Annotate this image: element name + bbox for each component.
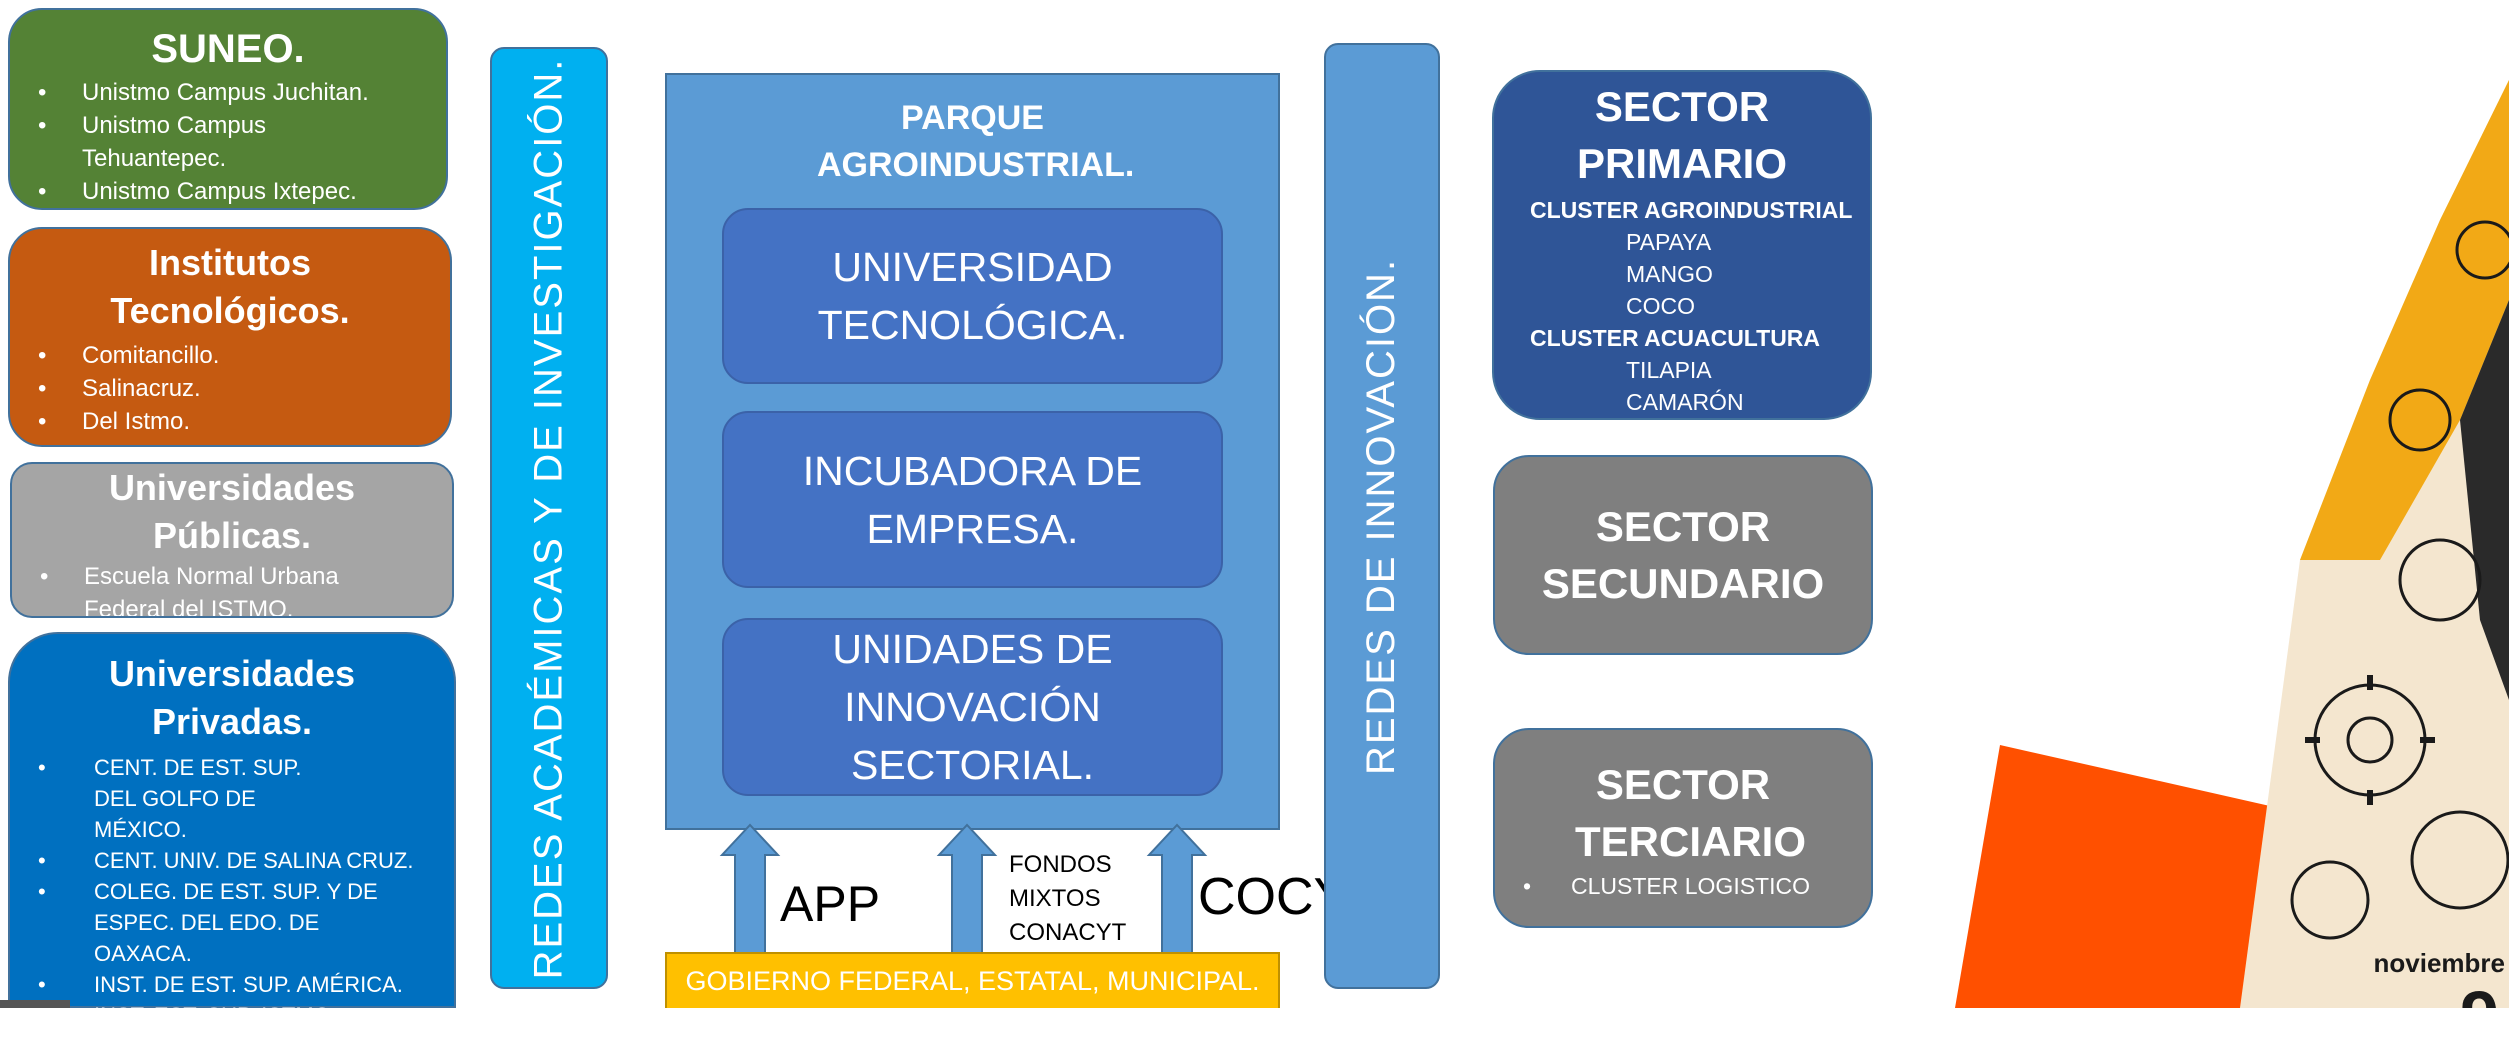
redes-innovacion-bar: REDES DE INNOVACIÓN. — [1324, 43, 1440, 989]
gear-outline — [2290, 860, 2370, 940]
incubadora-label: INCUBADORA DE EMPRESA. — [802, 447, 1143, 552]
publicas-title: Universidades Públicas. — [108, 467, 356, 556]
fondos-line: MIXTOS — [1009, 885, 1101, 912]
redes-innovacion-label: REDES DE INNOVACIÓN. — [1359, 257, 1404, 775]
sector-primario-box: SECTOR PRIMARIO CLUSTER AGROINDUSTRIAL P… — [1492, 70, 1872, 420]
privadas-box: Universidades Privadas. CENT. DE EST. SU… — [8, 632, 456, 1059]
institutos-list: Comitancillo. Salinacruz. Del Istmo. — [10, 339, 450, 438]
decorative-gears-graphic: noviembre 9 1( — [1955, 80, 2509, 1008]
unidades-label: UNIDADES DE INNOVACIÓN SECTORIAL. — [832, 626, 1113, 788]
cluster-item: MANGO — [1626, 261, 1713, 287]
publicas-box: Universidades Públicas. Escuela Normal U… — [10, 462, 454, 618]
sector-terciario-box: SECTOR TERCIARIO CLUSTER LOGISTICO — [1493, 728, 1873, 928]
cluster-agroindustrial: CLUSTER AGROINDUSTRIAL — [1530, 197, 1853, 223]
date-digits: 9 1( — [2460, 977, 2509, 1008]
universidad-label: UNIVERSIDAD TECNOLÓGICA. — [817, 244, 1128, 348]
dark-wedge — [2460, 300, 2509, 700]
yellow-wedge — [2300, 80, 2509, 560]
list-item: INST. DE EST. SUP. AMÉRICA. — [10, 969, 454, 1000]
gear-outline — [2346, 716, 2394, 764]
cluster-item: TILAPIA — [1626, 357, 1712, 383]
fondos-line: FONDOS — [1009, 851, 1112, 878]
corner-shape — [0, 1000, 70, 1008]
cluster-item: COCO — [1626, 293, 1695, 319]
gear-outline — [2455, 220, 2509, 280]
secundario-title: SECTOR SECUNDARIO — [1541, 503, 1825, 607]
institutos-box: Institutos Tecnológicos. Comitancillo. S… — [8, 227, 452, 447]
terciario-list: CLUSTER LOGISTICO — [1495, 870, 1871, 902]
list-item: INST. EST. SUP. ISTMO TEHUANTEPEC. — [10, 1000, 454, 1062]
cluster-item: CAMARÓN — [1626, 389, 1744, 415]
app-label: APP — [780, 876, 881, 932]
unidades-innovacion-box: UNIDADES DE INNOVACIÓN SECTORIAL. — [722, 618, 1223, 796]
list-item: Salinacruz. — [10, 372, 450, 405]
fondos-line: CONACYT — [1009, 919, 1127, 946]
date-label: noviembre — [2374, 948, 2506, 978]
gear-outline — [2398, 538, 2482, 622]
arrow-up-app — [719, 823, 781, 955]
list-item: CENT. DE EST. SUP. DEL GOLFO DE MÉXICO. — [10, 752, 454, 845]
redes-academicas-bar: REDES ACADÉMICAS Y DE INVESTIGACIÓN. — [490, 47, 608, 989]
list-item: Unistmo Campus Ixtepec. — [10, 175, 446, 208]
sector-secundario-box: SECTOR SECUNDARIO — [1493, 455, 1873, 655]
list-item: Unistmo Campus Juchitan. — [10, 76, 446, 109]
list-item: Escuela Normal Urbana Federal del ISTMO. — [12, 560, 452, 616]
incubadora-box: INCUBADORA DE EMPRESA. — [722, 411, 1223, 588]
funding-arrows — [719, 823, 1208, 955]
gear-outline — [2410, 810, 2509, 910]
suneo-box: SUNEO. Unistmo Campus Juchitan. Unistmo … — [8, 8, 448, 210]
list-item: Del Istmo. — [10, 405, 450, 438]
list-item: CLUSTER LOGISTICO — [1495, 870, 1871, 902]
list-item: CENT. UNIV. DE SALINA CRUZ. — [10, 845, 454, 876]
arrow-up-cocyt — [1146, 823, 1208, 955]
gobierno-bar: GOBIERNO FEDERAL, ESTATAL, MUNICIPAL. — [665, 952, 1280, 1008]
institutos-title: Institutos Tecnológicos. — [110, 242, 350, 331]
fondos-label: FONDOS MIXTOS CONACYT — [1009, 848, 1126, 950]
privadas-title: Universidades Privadas. — [108, 653, 356, 742]
primario-title: SECTOR PRIMARIO — [1577, 83, 1787, 187]
cluster-item: PAPAYA — [1626, 229, 1712, 255]
parque-title: PARQUE AGROINDUSTRIAL. — [817, 99, 1135, 184]
suneo-list: Unistmo Campus Juchitan. Unistmo Campus … — [10, 76, 446, 208]
universidad-tecnologica-box: UNIVERSIDAD TECNOLÓGICA. — [722, 208, 1223, 384]
redes-academicas-label: REDES ACADÉMICAS Y DE INVESTIGACIÓN. — [526, 57, 571, 979]
terciario-title: SECTOR TERCIARIO — [1575, 761, 1806, 865]
list-item: COLEG. DE EST. SUP. Y DE ESPEC. DEL EDO.… — [10, 876, 454, 969]
list-item: Unistmo Campus Tehuantepec. — [10, 109, 446, 175]
arrow-up-fondos — [936, 823, 998, 955]
list-item: Comitancillo. — [10, 339, 450, 372]
publicas-list: Escuela Normal Urbana Federal del ISTMO. — [12, 560, 452, 616]
cluster-acuacultura: CLUSTER ACUACULTURA — [1530, 325, 1821, 351]
suneo-title: SUNEO. — [151, 27, 305, 71]
gobierno-label: GOBIERNO FEDERAL, ESTATAL, MUNICIPAL. — [685, 965, 1260, 996]
privadas-list: CENT. DE EST. SUP. DEL GOLFO DE MÉXICO. … — [10, 752, 454, 1062]
gear-outline — [2388, 388, 2452, 452]
